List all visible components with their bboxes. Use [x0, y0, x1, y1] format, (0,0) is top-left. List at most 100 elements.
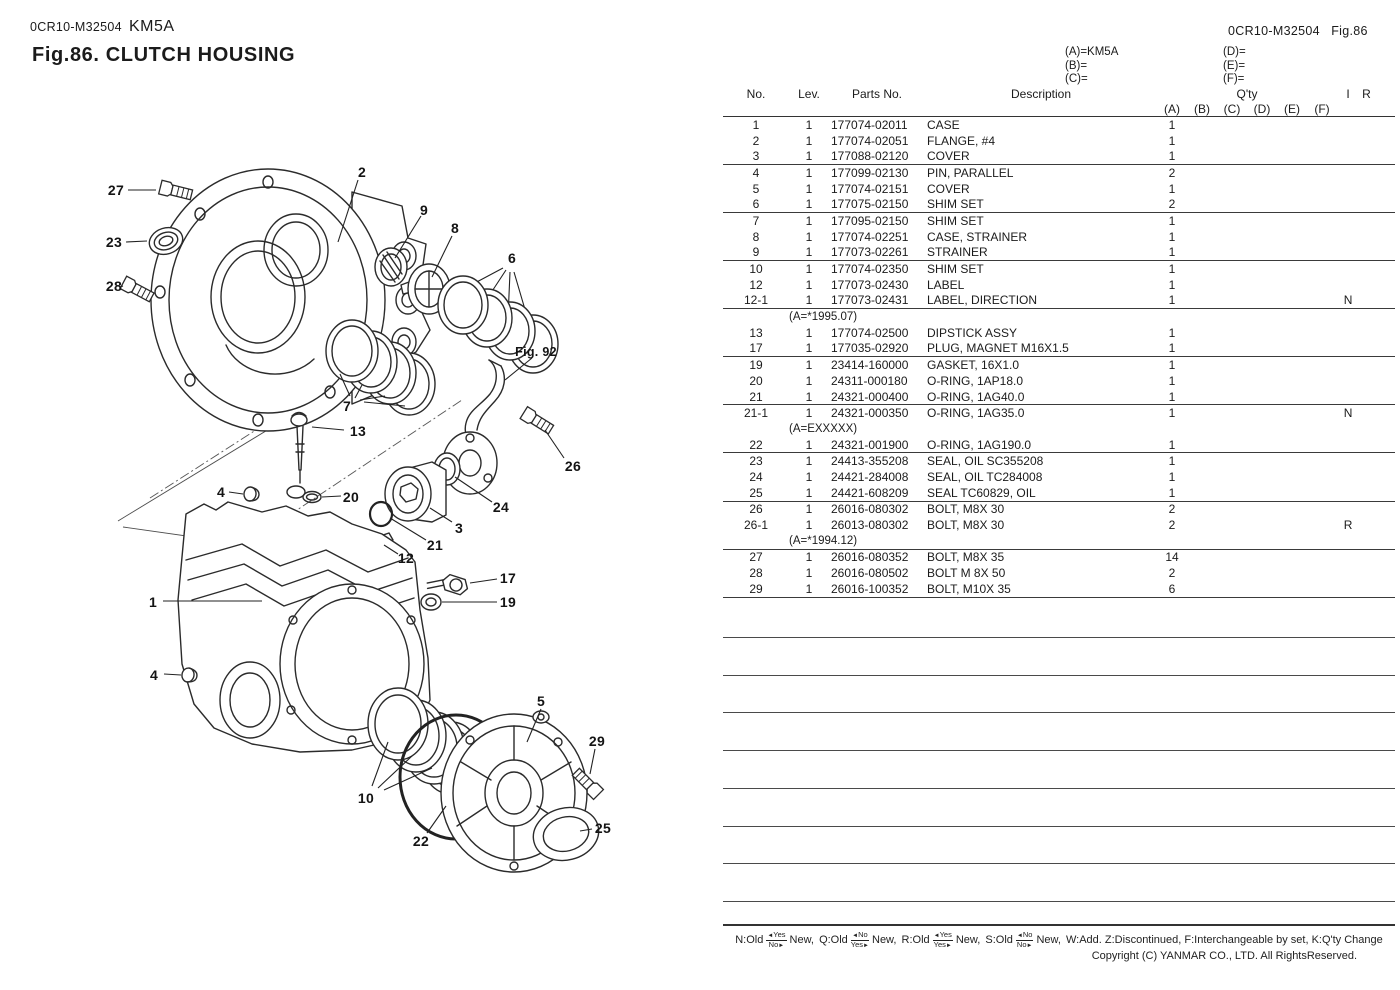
page-title: Fig.86. CLUTCH HOUSING: [32, 44, 296, 66]
doc-code-right: 0CR10-M32504 Fig.86: [1228, 24, 1368, 38]
col-qty-e: (E): [1277, 101, 1307, 117]
col-i: I: [1346, 86, 1350, 101]
callout-6: 6: [507, 250, 517, 266]
col-lev: Lev.: [798, 86, 820, 101]
empty-rule-line: [723, 750, 1395, 751]
col-qty: Q'ty: [1236, 86, 1258, 101]
callout-24: 24: [492, 499, 510, 515]
copyright-notice: Copyright (C) YANMAR CO., LTD. All Right…: [1091, 950, 1357, 962]
callout-20: 20: [342, 489, 360, 505]
table-note-row: (A=*1995.07): [789, 311, 858, 324]
callout-8: 8: [450, 220, 460, 236]
plug-4a: [243, 486, 260, 502]
arrow-right-icon: ►: [1026, 943, 1033, 949]
coupling-part: [384, 461, 447, 523]
bolt-27-icon: [158, 179, 194, 203]
col-parts-no: Parts No.: [851, 86, 902, 101]
col-qty-d: (D): [1247, 101, 1277, 117]
callout-2: 2: [357, 164, 367, 180]
callout-21: 21: [426, 537, 444, 553]
empty-rule-line: [723, 788, 1395, 789]
table-subheader-row: (A) (B) (C) (D) (E) (F): [723, 101, 1396, 117]
leader-lines: [119, 179, 596, 834]
variant-key-left: (A)=KM5A (B)= (C)=: [1065, 46, 1118, 87]
callout-1: 1: [148, 594, 158, 610]
col-no: No.: [746, 86, 766, 101]
legend-q-old: Q:Old: [819, 934, 848, 947]
bolt-28-icon: [119, 275, 156, 305]
arrow-left-icon: ◄: [1016, 933, 1023, 939]
legend-tail: W:Add. Z:Discontinued, F:Interchangeable…: [1065, 934, 1383, 947]
col-description: Description: [1010, 86, 1072, 101]
callout-fig-92: Fig. 92: [515, 345, 557, 359]
legend-s-old: S:Old: [985, 934, 1013, 947]
callout-3: 3: [454, 520, 464, 536]
plug-17: [426, 573, 469, 596]
table-header-row: No. Lev. Parts No. Description Q'ty I R: [723, 86, 1395, 101]
dipstick-part: [290, 411, 308, 484]
footer-separator: [723, 924, 1395, 926]
col-qty-b: (B): [1187, 101, 1217, 117]
gasket-19: [420, 593, 442, 611]
exploded-diagram: [117, 168, 605, 873]
o-ring-20: [302, 490, 322, 504]
plug-4b: [181, 667, 198, 683]
col-r: R: [1362, 86, 1371, 101]
empty-rule-line: [723, 826, 1395, 827]
key-f-label: (F)=: [1223, 73, 1245, 85]
arrow-right-icon: ►: [945, 943, 952, 949]
key-a-value: KM5A: [1087, 46, 1119, 58]
col-qty-f: (F): [1307, 101, 1338, 117]
legend-r-old: R:Old: [901, 934, 930, 947]
table-note-row: (A=EXXXXX): [789, 422, 858, 435]
model-code: KM5A: [129, 18, 175, 35]
arrow-left-icon: ◄: [852, 933, 859, 939]
callout-10: 10: [357, 790, 375, 806]
callout-4b: 4: [149, 667, 159, 683]
callout-26: 26: [564, 458, 582, 474]
key-a-label: (A)=: [1065, 46, 1088, 58]
callout-28: 28: [105, 278, 123, 294]
seal-23: [148, 226, 184, 256]
parts-table: No. Lev. Parts No. Description Q'ty I R …: [723, 86, 1396, 598]
table-note-row: (A=*1994.12): [723, 532, 1396, 550]
empty-rule-line: [723, 901, 1395, 902]
callout-25: 25: [594, 820, 612, 836]
key-c-label: (C)=: [1065, 73, 1088, 85]
shim-set-7: [325, 319, 436, 416]
callout-23: 23: [105, 234, 123, 250]
doc-code-right-fig: Fig.86: [1331, 24, 1368, 38]
seal-25: [532, 806, 600, 862]
bolt-26-icon: [519, 406, 556, 437]
arrow-left-icon: ◄: [933, 933, 940, 939]
legend-n-old: N:Old: [735, 934, 764, 947]
empty-rule-line: [723, 637, 1395, 638]
variant-key-right: (D)= (E)= (F)=: [1223, 46, 1246, 87]
